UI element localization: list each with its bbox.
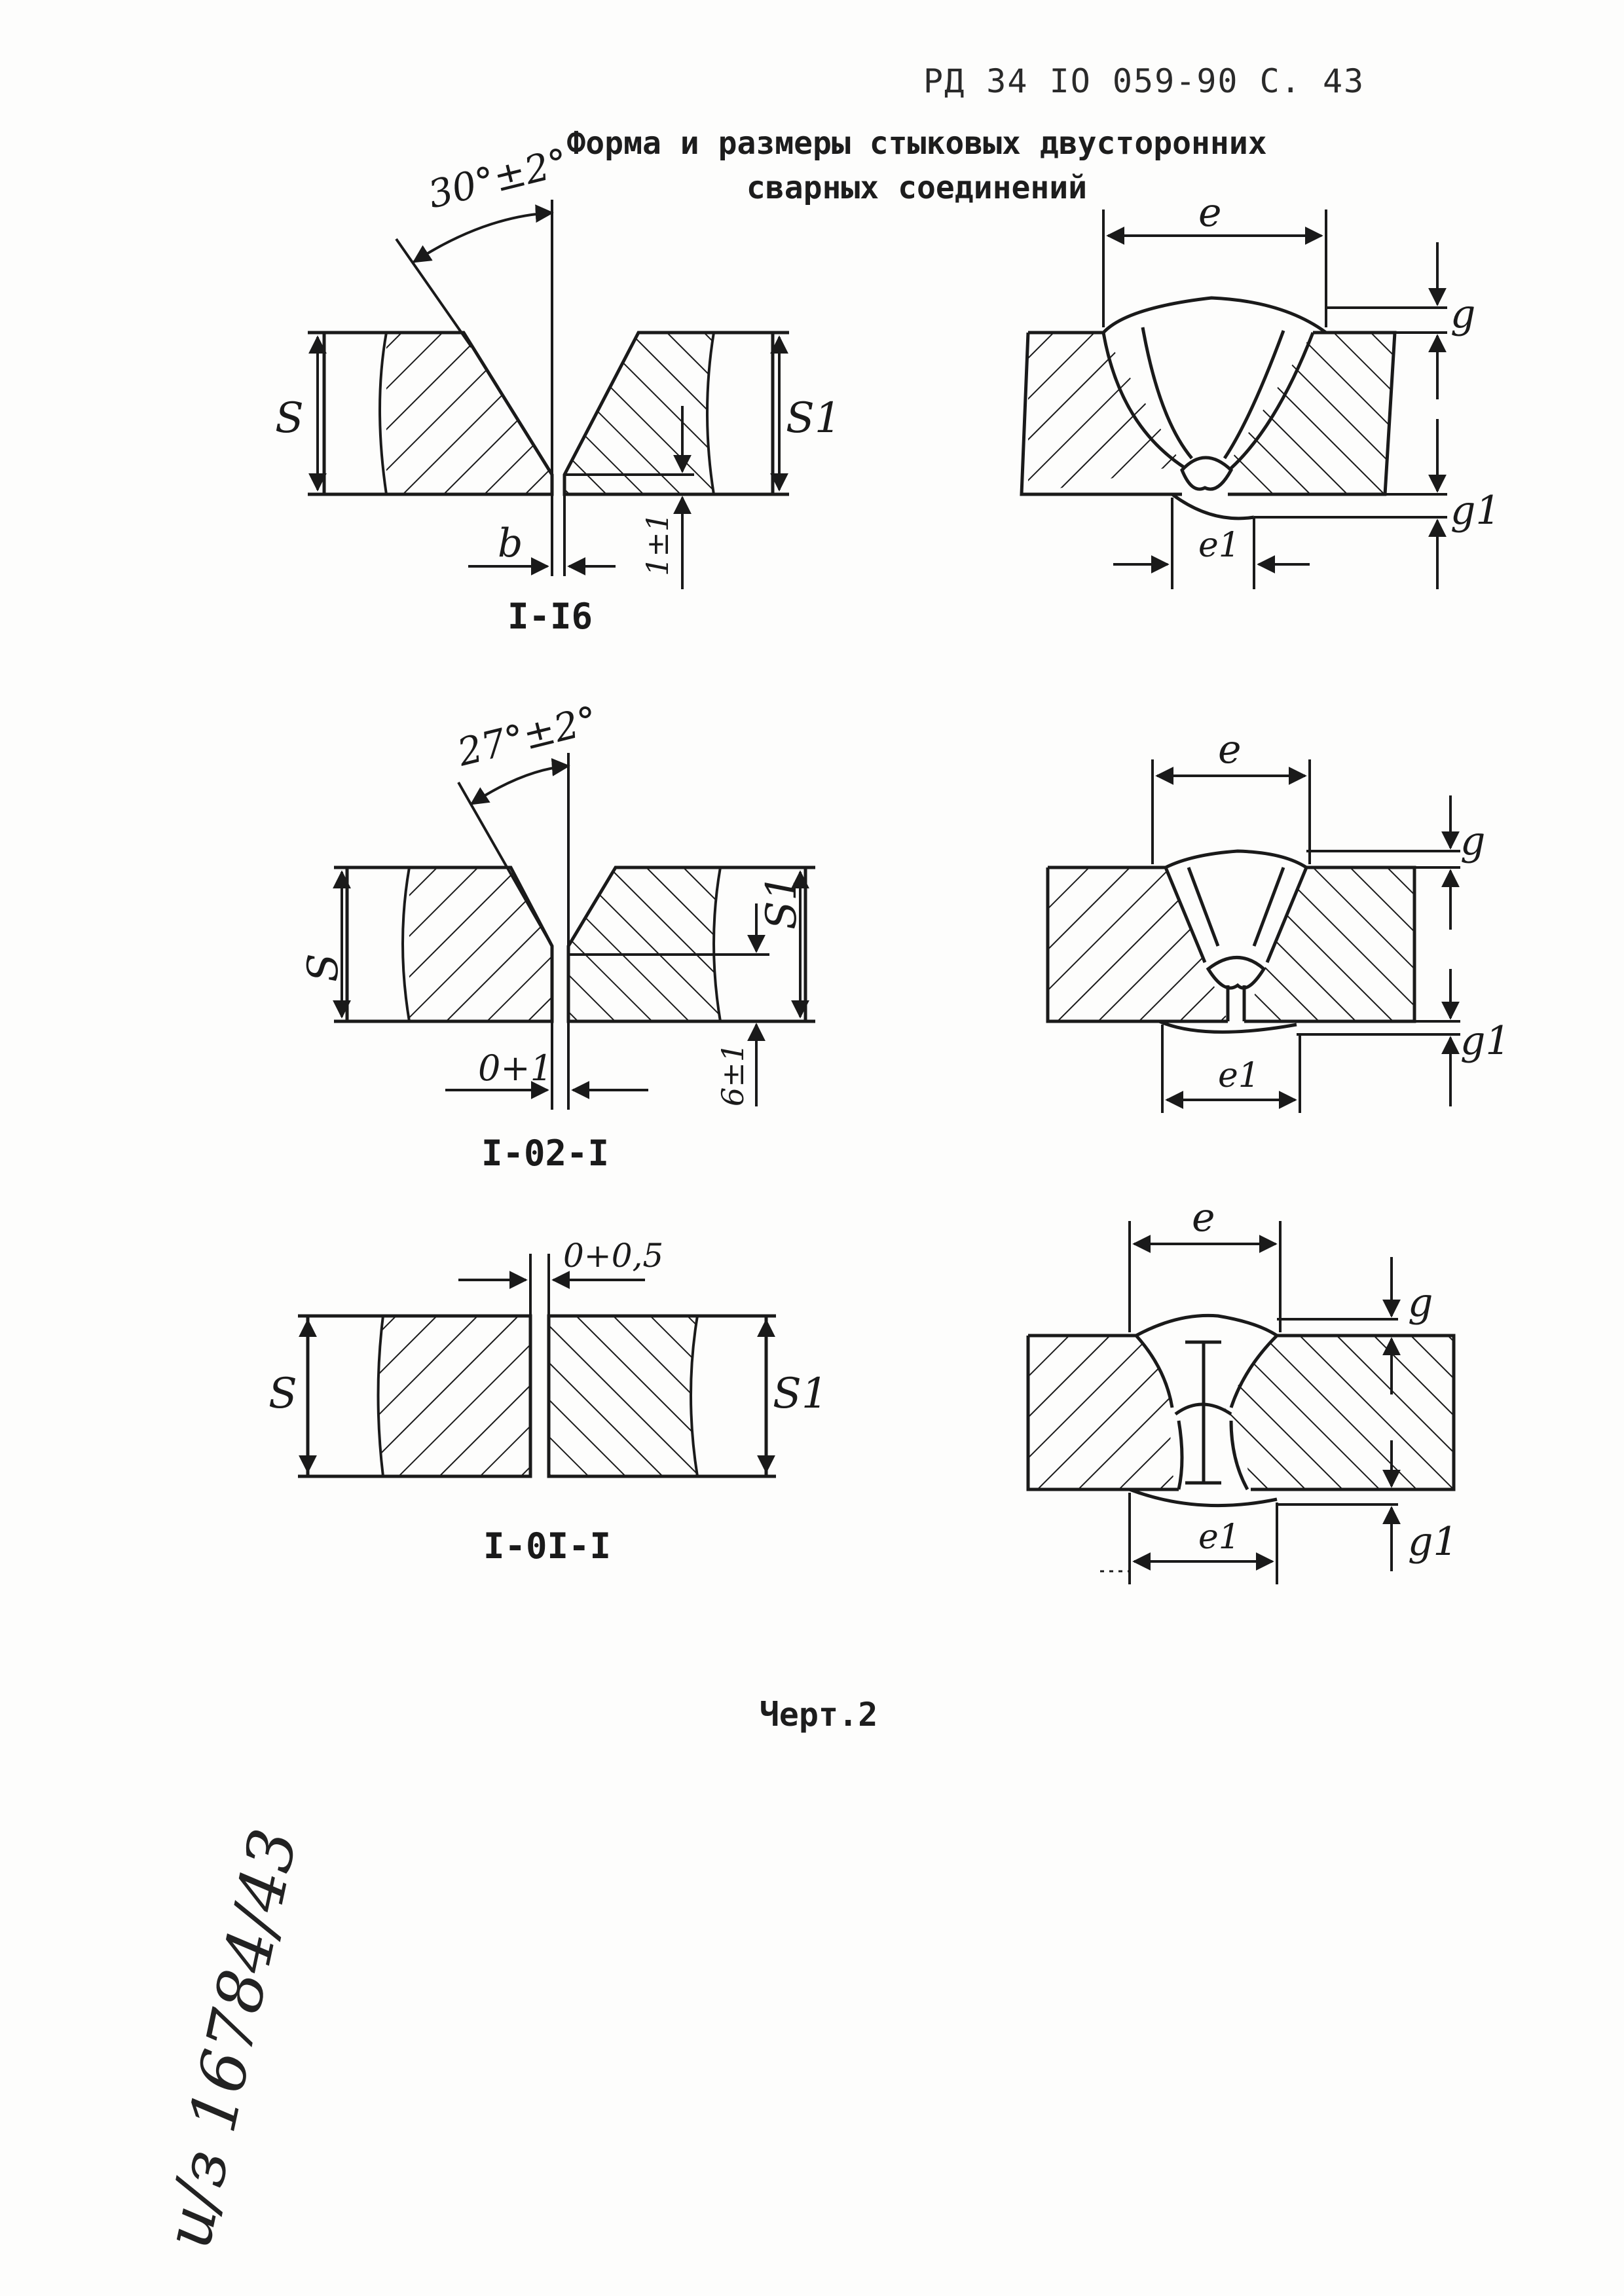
joint-1-thickness-other-label: S1: [786, 394, 841, 443]
joint-3-root-reinforcement-label: g1: [1408, 1519, 1458, 1565]
joint-3-weld: [1026, 1221, 1456, 1584]
page-title: Форма и размеры стыковых двусторонних св…: [458, 121, 1375, 210]
joint-2-thickness-other-label: S1: [758, 874, 806, 930]
joint-2-reinforcement-label: g: [1460, 818, 1485, 864]
joint-2-designation: I-02-I: [481, 1133, 609, 1174]
title-line-1: Форма и размеры стыковых двусторонних: [566, 125, 1267, 162]
joint-1-preparation: [308, 200, 789, 589]
joint-1-angle-label: 30°±2°: [424, 139, 572, 217]
joint-1-root-width-label: e1: [1198, 526, 1240, 565]
joint-2-thickness-label: S: [299, 953, 348, 982]
joint-2-root-width-label: e1: [1218, 1056, 1260, 1095]
joint-3-thickness-other-label: S1: [773, 1370, 828, 1418]
joint-1-reinforcement-label: g: [1450, 291, 1475, 337]
joint-1-root-face-label: 1±1: [640, 513, 675, 576]
title-line-2: сварных соединений: [746, 170, 1088, 206]
joint-1-designation: I-I6: [507, 596, 593, 637]
joint-2-gap-label: 0+1: [478, 1048, 553, 1089]
joint-1-thickness-label: S: [275, 394, 304, 443]
document-code: РД 34 IO 059-90 С. 43: [923, 62, 1365, 100]
joint-3-gap-label: 0+0,5: [563, 1237, 663, 1275]
joint-2-preparation: [333, 753, 815, 1110]
joint-2-root-face-label: 6±1: [715, 1043, 750, 1106]
joint-1-root-reinforcement-label: g1: [1450, 488, 1501, 534]
figure-caption: Черт.2: [759, 1696, 878, 1734]
joint-3-reinforcement-label: g: [1408, 1280, 1433, 1326]
joint-1-weld-width-label: e: [1198, 190, 1222, 236]
joint-3-thickness-label: S: [268, 1370, 297, 1418]
joint-3-preparation: [298, 1254, 776, 1478]
joint-3-root-width-label: e1: [1198, 1518, 1240, 1557]
joint-2-weld: [1046, 759, 1460, 1113]
joint-1-weld: [1020, 210, 1447, 589]
joint-3-designation: I-0I-I: [483, 1525, 611, 1567]
joint-2-angle-label: 27°±2°: [452, 697, 602, 775]
joint-2-weld-width-label: e: [1218, 727, 1242, 773]
joint-2-root-reinforcement-label: g1: [1460, 1018, 1511, 1064]
joint-1-gap-label: b: [498, 520, 523, 566]
joint-3-weld-width-label: e: [1192, 1195, 1215, 1241]
